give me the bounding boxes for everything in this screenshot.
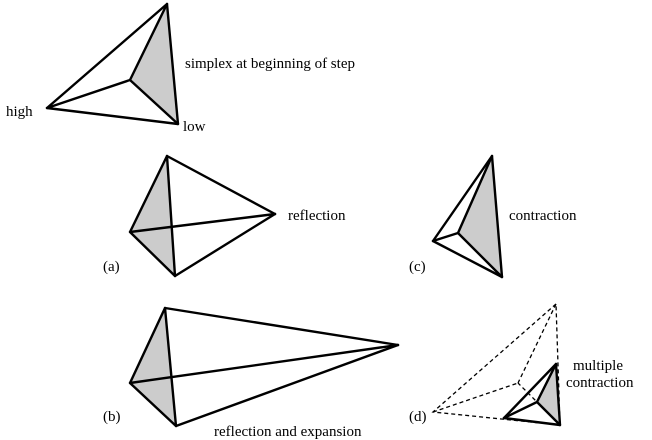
reflection-outline: [128, 154, 177, 278]
contraction-edge-1: [456, 154, 494, 235]
simplex-start-shaded-face: [130, 4, 178, 124]
expansion-simplex: [128, 306, 400, 428]
contraction-shaded-face: [458, 156, 502, 277]
reflection-edge-1: [165, 154, 277, 216]
multiple-contraction-edge-2: [502, 400, 539, 420]
multiple-contraction-edge-1: [535, 362, 558, 404]
original-simplex-dashed-outline: [431, 302, 561, 426]
multiple-contraction-shaded-face: [537, 364, 560, 425]
expansion-shaded-face: [130, 308, 176, 426]
panel-tag-c: (c): [409, 259, 426, 275]
contraction-simplex: [431, 154, 504, 279]
contraction-outline: [431, 154, 504, 279]
reflection-shaded-face: [130, 156, 175, 276]
contraction-edge-3: [456, 231, 504, 279]
simplex-start-edge-top: [128, 2, 169, 82]
expansion-outline: [128, 306, 178, 428]
low-vertex-label: low: [183, 119, 206, 135]
simplex-start-label: simplex at beginning of step: [185, 56, 355, 72]
multiple-contraction-simplex: [431, 302, 562, 427]
reflection-label: reflection: [288, 208, 346, 224]
panel-tag-d: (d): [409, 409, 427, 425]
reflection-edge-2: [128, 212, 277, 234]
expansion-edge-3: [174, 343, 400, 428]
simplex-start-edge-low: [128, 78, 180, 126]
contraction-label: contraction: [509, 208, 577, 224]
expansion-label: reflection and expansion: [214, 424, 362, 440]
multiple-contraction-label-line1: multiple: [573, 358, 623, 374]
original-simplex-dashed-edge-1: [517, 303, 557, 384]
contraction-edge-2: [431, 231, 460, 243]
multiple-contraction-label-line2: contraction: [566, 375, 634, 391]
panel-tag-a: (a): [103, 259, 120, 275]
expansion-edge-1: [163, 306, 400, 347]
multiple-contraction-outline: [502, 362, 562, 427]
high-vertex-label: high: [6, 104, 33, 120]
simplex-start-outline: [45, 2, 180, 126]
reflection-simplex: [128, 154, 277, 278]
expansion-edge-2: [128, 343, 400, 385]
reflection-edge-3: [173, 212, 277, 278]
multiple-contraction-edge-3: [535, 400, 562, 427]
simplex-start: [45, 2, 180, 126]
original-simplex-dashed-edge-2: [432, 382, 519, 413]
panel-tag-b: (b): [103, 409, 121, 425]
simplex-start-edge-high: [45, 78, 132, 110]
